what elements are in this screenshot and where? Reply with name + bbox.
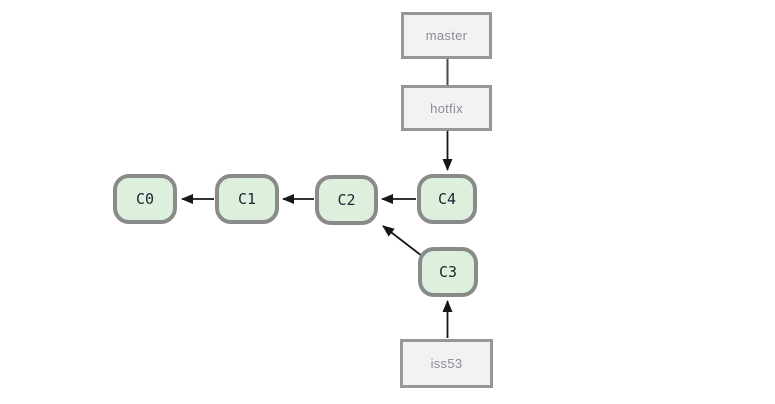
branch-label-hotfix: hotfix xyxy=(401,85,492,131)
arrow-c3-to-c2 xyxy=(382,225,423,257)
commit-node-c0: C0 xyxy=(113,174,177,224)
commit-node-c4: C4 xyxy=(417,174,477,224)
branch-label-master-text: master xyxy=(425,28,468,43)
commit-node-c1: C1 xyxy=(215,174,279,224)
branch-label-iss53: iss53 xyxy=(400,339,493,388)
branch-label-master: master xyxy=(401,12,492,59)
commit-c4-text: C4 xyxy=(437,190,457,208)
commit-c2-text: C2 xyxy=(337,191,356,209)
branch-label-iss53-text: iss53 xyxy=(430,356,463,371)
commit-node-c3: C3 xyxy=(418,247,478,297)
commit-c3-text: C3 xyxy=(438,263,458,281)
commit-c1-text: C1 xyxy=(237,190,257,208)
commit-node-c2: C2 xyxy=(315,175,378,225)
branch-label-hotfix-text: hotfix xyxy=(430,100,463,116)
commit-c0-text: C0 xyxy=(135,190,155,208)
